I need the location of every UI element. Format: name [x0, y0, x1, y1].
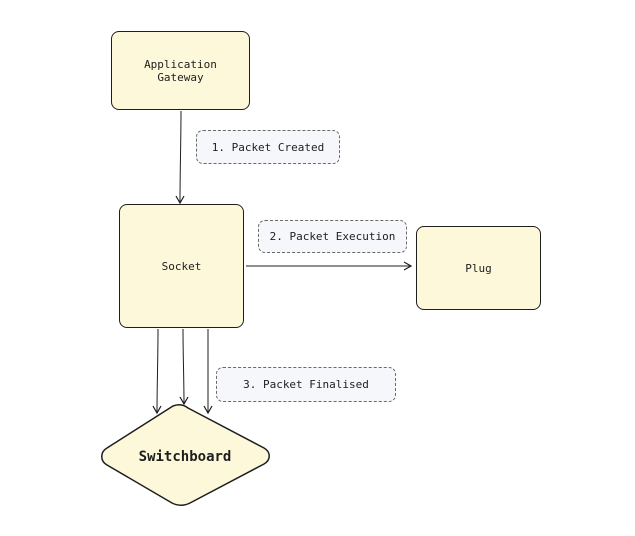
edge-label-packet-execution: 2. Packet Execution: [258, 220, 407, 253]
node-switchboard-label[interactable]: Switchboard: [138, 449, 232, 465]
edge-socket-to-switchboard-2: [179, 328, 189, 406]
edge-socket-to-switchboard-1: [152, 328, 162, 415]
switchboard-diamond-shape: [101, 403, 270, 506]
node-socket[interactable]: Socket: [119, 204, 244, 328]
edge-label-packet-created: 1. Packet Created: [196, 130, 340, 164]
edge-gateway-to-socket: [175, 110, 185, 205]
node-application-gateway[interactable]: Application Gateway: [111, 31, 250, 110]
edge-label-packet-finalised: 3. Packet Finalised: [216, 367, 396, 402]
node-plug[interactable]: Plug: [416, 226, 541, 310]
